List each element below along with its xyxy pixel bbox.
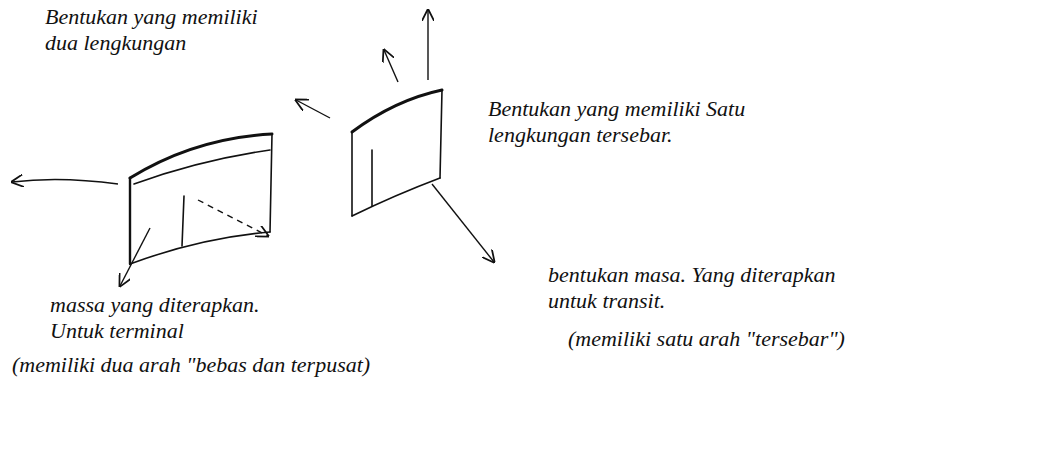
annotation-note: Bentukan yang memiliki dua lengkungan [45,4,285,56]
annotation-note: (memiliki satu arah "tersebar") [568,326,948,352]
annotation-note: Bentukan yang memiliki Satu lengkungan t… [488,96,758,148]
annotation-note: (memiliki dua arah "bebas dan terpusat) [12,352,452,378]
double-curve-mass [130,134,272,264]
annotation-note: bentukan masa. Yang diterapkan untuk tra… [548,262,868,314]
annotation-note: massa yang diterapkan. Untuk terminal [50,292,280,344]
single-curve-mass [352,90,442,216]
